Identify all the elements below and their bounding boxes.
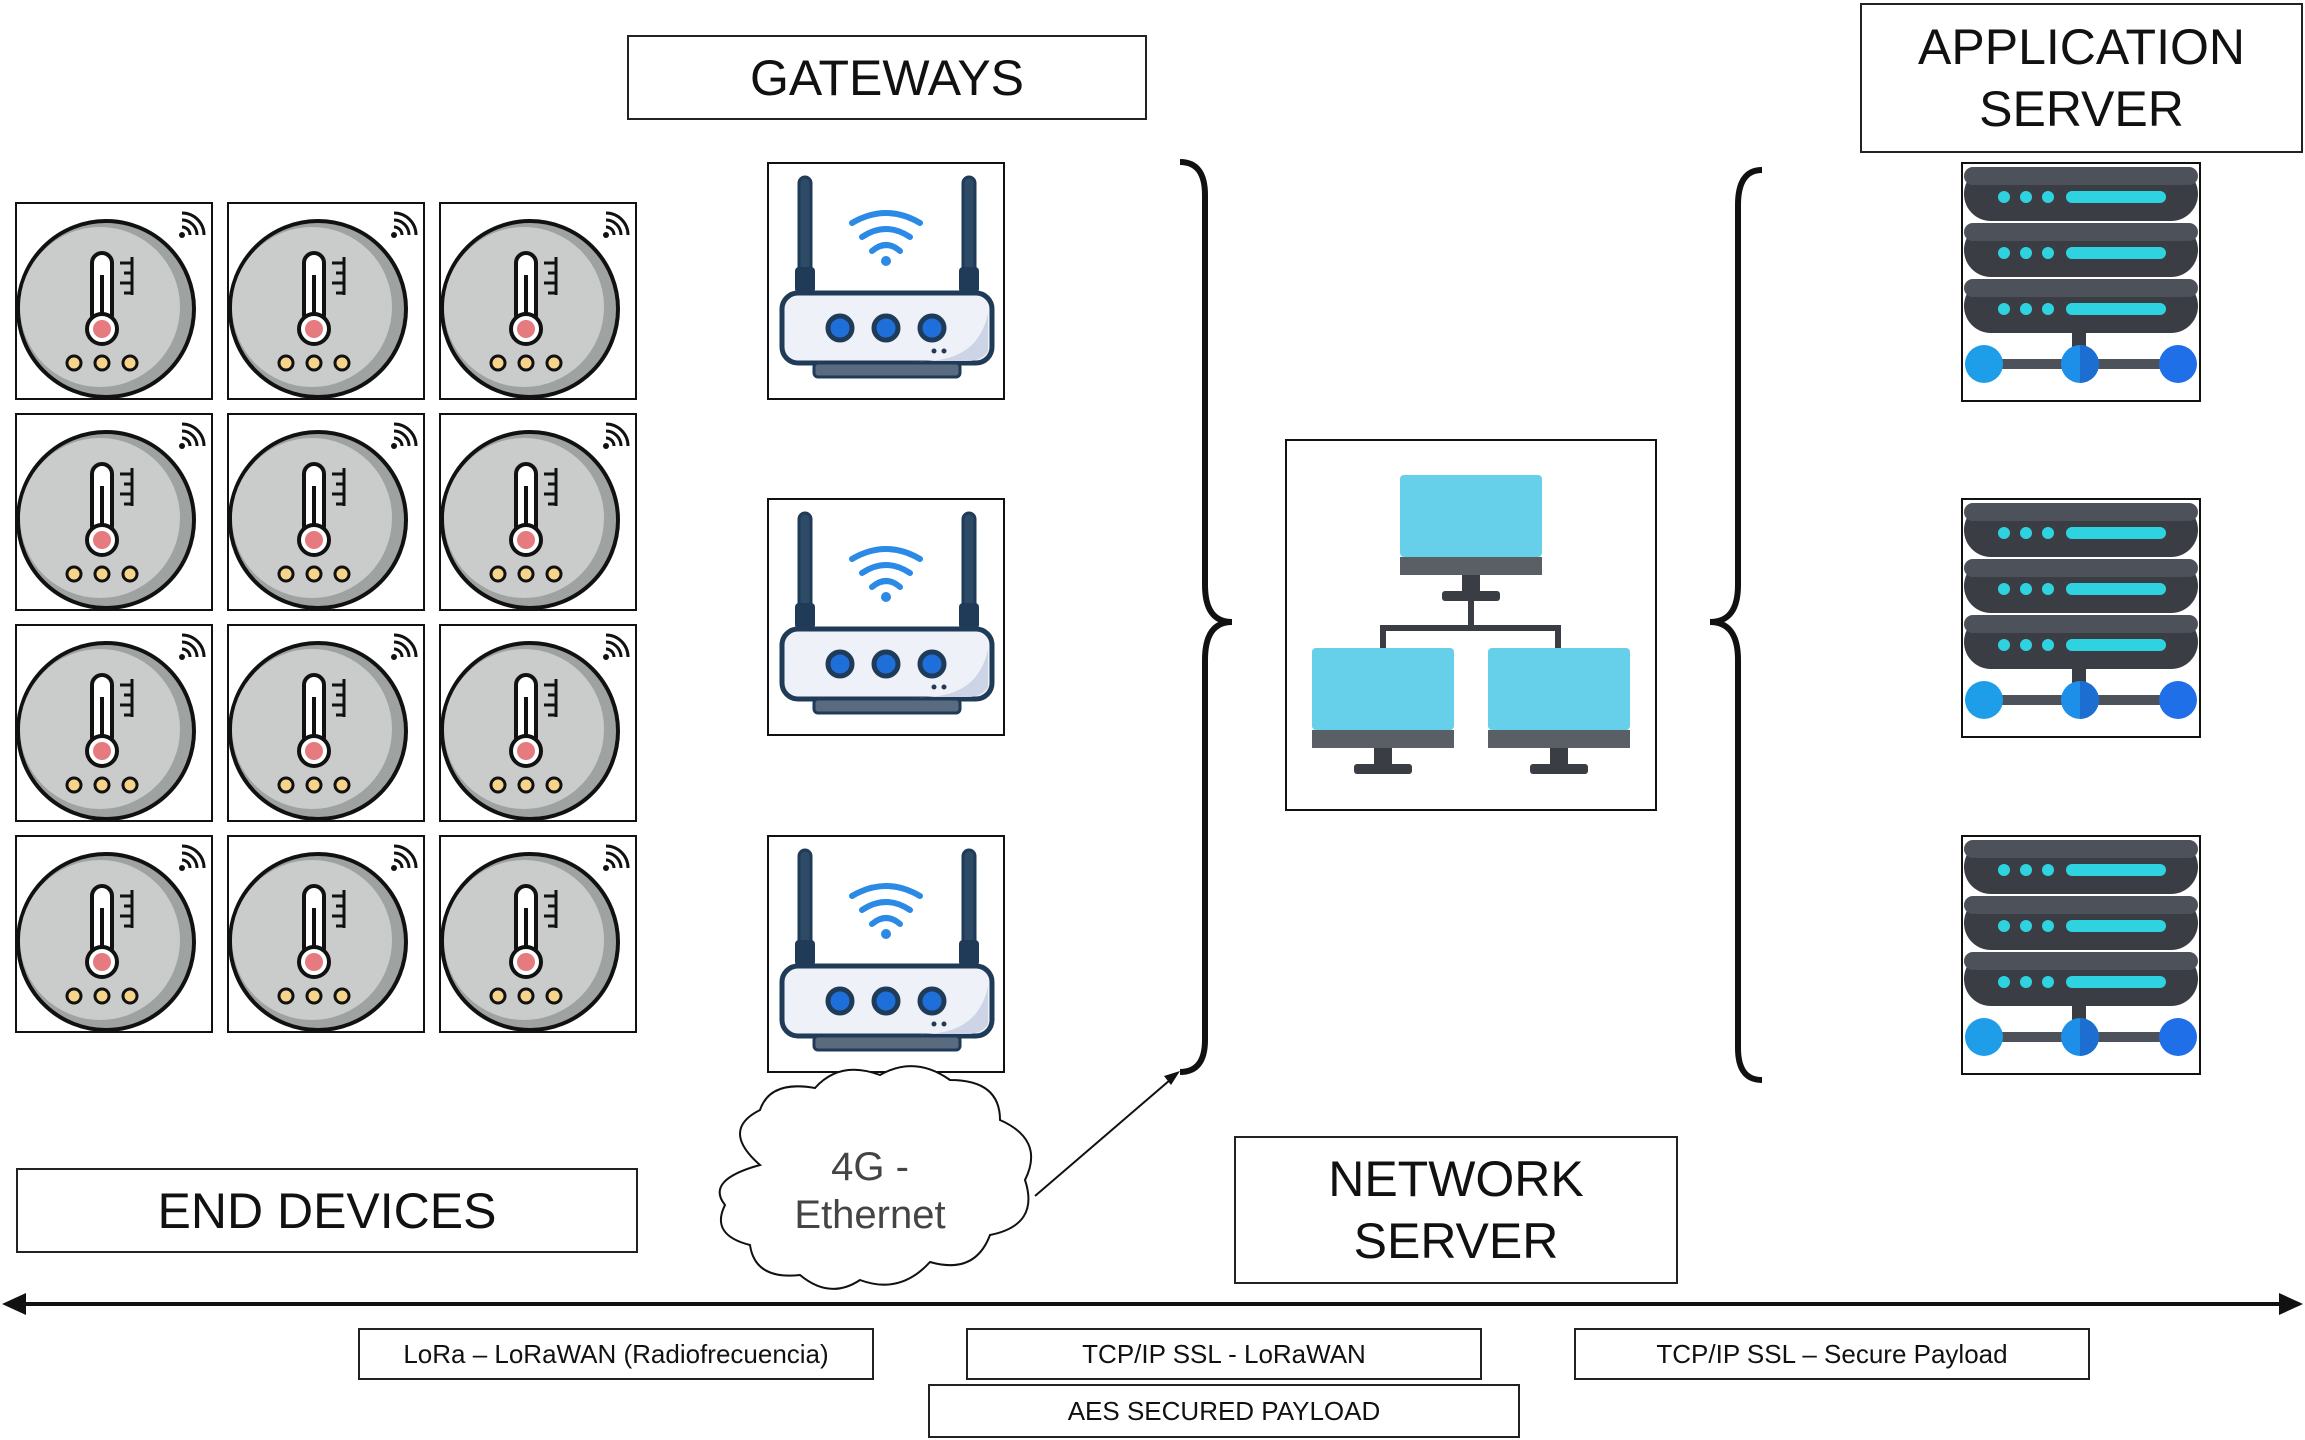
protocol-lora: LoRa – LoRaWAN (Radiofrecuencia)	[358, 1328, 874, 1380]
thermometer-sensor-icon	[438, 412, 638, 612]
cloud-arrow	[1034, 1079, 1171, 1197]
gateways-brace	[1179, 159, 1233, 1075]
thermometer-sensor-icon	[438, 201, 638, 401]
thermometer-sensor-icon	[438, 834, 638, 1034]
end-devices-grid	[14, 201, 638, 1034]
gateways-column	[768, 163, 1004, 1072]
cloud-label: 4G - Ethernet	[760, 1143, 980, 1239]
thermometer-sensor-icon	[14, 834, 214, 1034]
thermometer-sensor-icon	[14, 412, 214, 612]
thermometer-sensor-icon	[438, 623, 638, 823]
protocol-lora-text: LoRa – LoRaWAN (Radiofrecuencia)	[403, 1338, 829, 1369]
network-server-title-line1: NETWORK	[1328, 1151, 1584, 1207]
cloud-label-line2: Ethernet	[794, 1193, 946, 1237]
thermometer-sensor-icon	[226, 834, 426, 1034]
protocol-tcp-payload-text: TCP/IP SSL – Secure Payload	[1656, 1338, 2008, 1369]
network-server-title-line2: SERVER	[1353, 1213, 1559, 1269]
thermometer-sensor-icon	[226, 412, 426, 612]
protocol-axis-left-head	[2, 1293, 26, 1315]
gateways-title-text: GATEWAYS	[749, 49, 1025, 106]
router-icon	[768, 163, 1004, 399]
thermometer-sensor-icon	[226, 201, 426, 401]
protocol-aes: AES SECURED PAYLOAD	[928, 1384, 1520, 1438]
protocol-tcp-lorawan-text: TCP/IP SSL - LoRaWAN	[1082, 1338, 1366, 1369]
server-rack-icon	[1961, 162, 2201, 402]
protocol-axis-right-head	[2279, 1293, 2303, 1315]
end-devices-title-text: END DEVICES	[157, 1182, 497, 1239]
application-server-title-line2: SERVER	[1979, 81, 2184, 137]
gateways-title: GATEWAYS	[627, 35, 1147, 120]
application-brace	[1709, 167, 1763, 1083]
end-devices-title: END DEVICES	[16, 1168, 638, 1253]
protocol-tcp-payload: TCP/IP SSL – Secure Payload	[1574, 1328, 2090, 1380]
thermometer-sensor-icon	[226, 623, 426, 823]
server-rack-icon	[1961, 498, 2201, 738]
cloud-arrow-head	[1164, 1071, 1180, 1085]
protocol-tcp-lorawan: TCP/IP SSL - LoRaWAN	[966, 1328, 1482, 1380]
application-servers-column	[1961, 162, 2201, 1075]
network-server-title: NETWORK SERVER	[1234, 1136, 1678, 1284]
application-server-title-line1: APPLICATION	[1918, 19, 2245, 75]
protocol-aes-text: AES SECURED PAYLOAD	[1067, 1395, 1381, 1426]
application-server-title: APPLICATION SERVER	[1860, 3, 2303, 153]
network-computers-icon	[1285, 439, 1657, 811]
cloud-shape	[718, 1065, 1033, 1290]
cloud-label-line1: 4G -	[831, 1145, 909, 1189]
thermometer-sensor-icon	[14, 201, 214, 401]
server-rack-icon	[1961, 835, 2201, 1075]
thermometer-sensor-icon	[14, 623, 214, 823]
router-icon	[768, 836, 1004, 1072]
router-icon	[768, 499, 1004, 735]
